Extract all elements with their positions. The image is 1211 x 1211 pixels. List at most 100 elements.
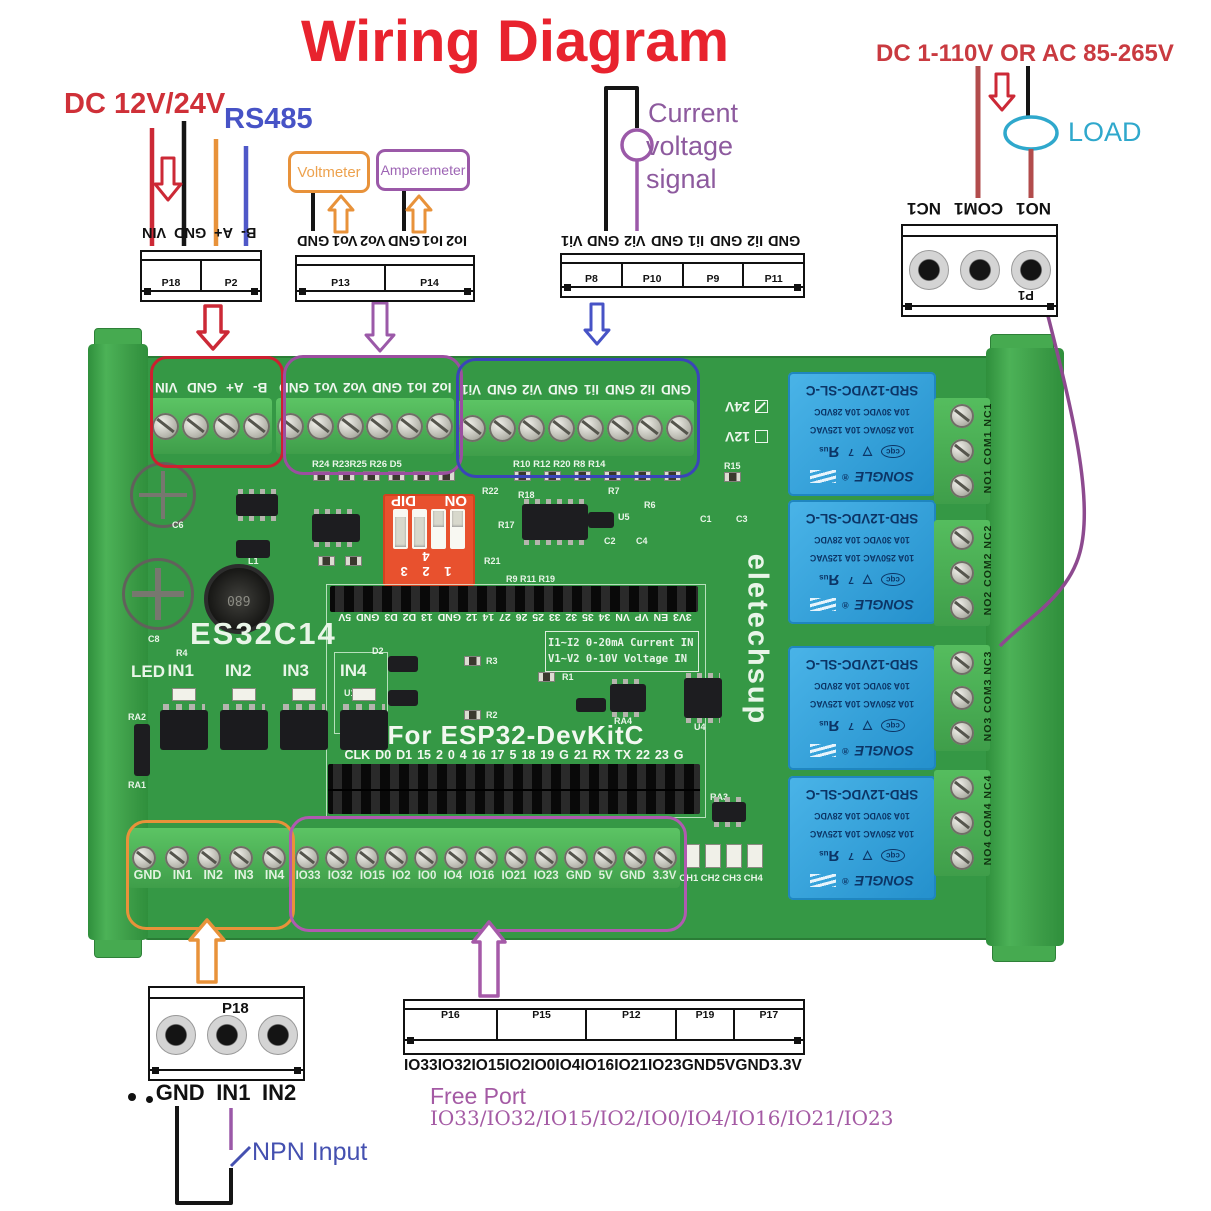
channel-leds	[684, 844, 763, 868]
screw-terminal[interactable]	[653, 846, 678, 870]
pin-label: IN3	[234, 868, 254, 882]
pin-label: IN4	[264, 868, 285, 882]
screw-terminal[interactable]	[243, 412, 271, 440]
relay2-output-terminal	[934, 520, 990, 626]
pin-label: IO21	[501, 870, 527, 882]
screw-terminal[interactable]	[503, 846, 528, 870]
rs485-label: RS485	[224, 103, 313, 135]
ic-chip	[588, 512, 614, 528]
wire-hole[interactable]	[155, 1014, 196, 1055]
screw-terminal[interactable]	[306, 412, 334, 440]
relay4-output-terminal	[934, 770, 990, 876]
connector-block-label: P13	[297, 266, 386, 290]
screw-terminal[interactable]	[950, 685, 974, 710]
pin-label: GND	[619, 870, 646, 882]
silkscreen-ref: RA1	[128, 780, 147, 790]
screw-terminal[interactable]	[132, 846, 157, 870]
screw-terminal[interactable]	[294, 846, 319, 870]
pin-label: Vo2	[359, 232, 386, 248]
smd-resistor	[538, 672, 555, 682]
silkscreen-ref: L1	[248, 556, 259, 566]
dip-switch[interactable]: 1 2 3 4 ON DIP	[383, 492, 475, 586]
pin-label: GND	[133, 868, 162, 882]
screw-terminal[interactable]	[425, 412, 453, 440]
screw-terminal[interactable]	[196, 846, 221, 870]
screw-terminal[interactable]	[623, 846, 648, 870]
pin-label: Ii1	[688, 232, 705, 248]
screw-terminal[interactable]	[593, 846, 618, 870]
screw-terminal[interactable]	[950, 721, 974, 746]
screw-terminal[interactable]	[563, 846, 588, 870]
screw-terminal[interactable]	[950, 560, 974, 585]
screw-terminal[interactable]	[354, 846, 379, 870]
screw-terminal[interactable]	[950, 525, 974, 550]
optocoupler	[280, 704, 328, 750]
screw-terminal[interactable]	[950, 650, 974, 675]
wire-hole[interactable]	[908, 250, 949, 290]
screw-terminal[interactable]	[261, 846, 286, 870]
screw-terminal[interactable]	[444, 846, 469, 870]
relay-supply-label: DC 1-110V OR AC 85-265V	[876, 40, 1174, 67]
screw-terminal[interactable]	[414, 846, 439, 870]
screw-terminal[interactable]	[395, 412, 423, 440]
screw-terminal[interactable]	[950, 403, 974, 428]
silkscreen-ref: U4	[694, 722, 706, 732]
pin-label: IO2	[505, 1057, 531, 1074]
screw-terminal[interactable]	[950, 596, 974, 621]
pin-label: A+	[213, 224, 233, 240]
screw-terminal[interactable]	[665, 414, 693, 442]
silkscreen-ref: U1	[344, 688, 356, 698]
screw-terminal[interactable]	[950, 775, 974, 800]
wire-hole[interactable]	[1010, 250, 1051, 290]
wire-hole[interactable]	[206, 1014, 247, 1055]
screw-terminal[interactable]	[151, 412, 179, 440]
pin-label: IN1	[172, 868, 193, 882]
screw-terminal[interactable]	[950, 438, 974, 463]
wire-hole[interactable]	[959, 250, 1000, 290]
screw-terminal[interactable]	[164, 846, 189, 870]
screw-terminal[interactable]	[533, 846, 558, 870]
wire-dot	[146, 1096, 153, 1103]
pin-label: 3.3V	[769, 1057, 802, 1074]
screw-terminal[interactable]	[950, 474, 974, 499]
screw-terminal[interactable]	[459, 414, 487, 442]
screw-terminal[interactable]	[636, 414, 664, 442]
screw-terminal[interactable]	[229, 846, 254, 870]
screw-terminal[interactable]	[336, 412, 364, 440]
silkscreen-ref: R6	[644, 500, 656, 510]
screw-terminal[interactable]	[473, 846, 498, 870]
pin-label: Vo1	[331, 232, 358, 248]
channel-led-label: CH1	[679, 872, 699, 884]
screw-terminal[interactable]	[324, 846, 349, 870]
screw-terminal[interactable]	[577, 414, 605, 442]
digital-in-connector-box: P18	[148, 986, 305, 1081]
pin-label: IN2	[261, 1080, 297, 1105]
pin-label: Ii2	[746, 232, 764, 248]
screw-terminal[interactable]	[606, 414, 634, 442]
wire-hole[interactable]	[257, 1014, 298, 1055]
pin-label: VIN	[141, 224, 167, 240]
screw-terminal[interactable]	[518, 414, 546, 442]
screw-terminal[interactable]	[182, 412, 210, 440]
pin-label: IO33	[404, 1057, 438, 1074]
screw-terminal[interactable]	[547, 414, 575, 442]
screw-terminal[interactable]	[950, 810, 974, 835]
pin-label: GND	[387, 232, 420, 248]
pin-label: IO4	[555, 1057, 581, 1074]
screw-terminal[interactable]	[384, 846, 409, 870]
meter-zone-outline	[283, 355, 463, 475]
screw-terminal[interactable]	[212, 412, 240, 440]
screw-terminal[interactable]	[366, 412, 394, 440]
screw-terminal[interactable]	[950, 846, 974, 871]
silkscreen-ref: U5	[618, 512, 630, 522]
screw-terminal[interactable]	[488, 414, 516, 442]
